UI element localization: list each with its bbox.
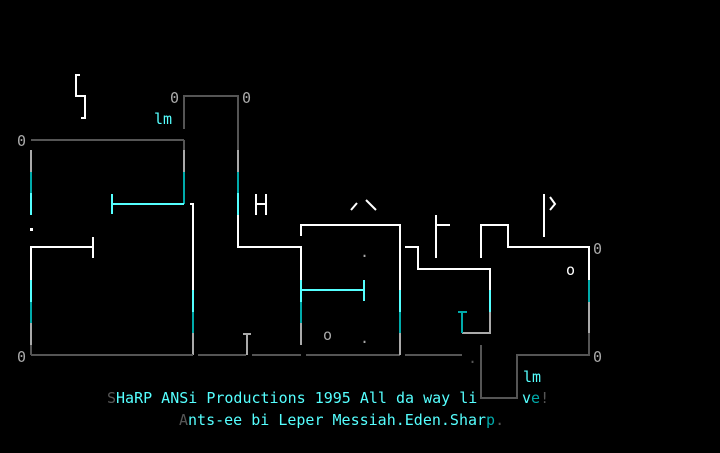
cyan-bar-middle [301,280,365,301]
credit-initial: A [179,411,189,429]
corner-zero: 0 [17,348,27,366]
credit-initial: S [107,389,117,407]
dot-mark: . [468,349,478,367]
credit-text: nts-ee bi Leper Messiah.Eden.Shar [188,411,487,429]
lm-label: lm [154,110,173,128]
dot-mark: . [360,329,370,347]
credit-tail: ! [540,389,550,407]
corner-zero: 0 [593,348,603,366]
lm-label: lm [523,368,542,386]
credit-text: HaRP ANSi Productions 1995 All da way li [116,389,478,407]
credits-line-1: SHaRP ANSi Productions 1995 All da way l… [107,390,477,406]
credit-tail: v [522,389,532,407]
corner-zero: 0 [17,132,27,150]
credits-line-1-tail: ve! [522,390,549,406]
cyan-t [458,311,467,333]
credit-text: . [495,411,505,429]
corner-zero: 0 [593,240,603,258]
o-mark: o [323,326,333,344]
dot-mark: . [360,243,370,261]
cyan-bar [111,194,184,214]
o-mark: o [566,261,576,279]
t-glyph [243,333,251,355]
corner-zero: 0 [242,89,252,107]
credits-line-2: Ants-ee bi Leper Messiah.Eden.Sharp. [179,412,504,428]
credit-text: p [486,411,496,429]
bracket-glyph [75,74,86,119]
credit-tail: e [531,389,541,407]
corner-zero: 0 [170,89,180,107]
